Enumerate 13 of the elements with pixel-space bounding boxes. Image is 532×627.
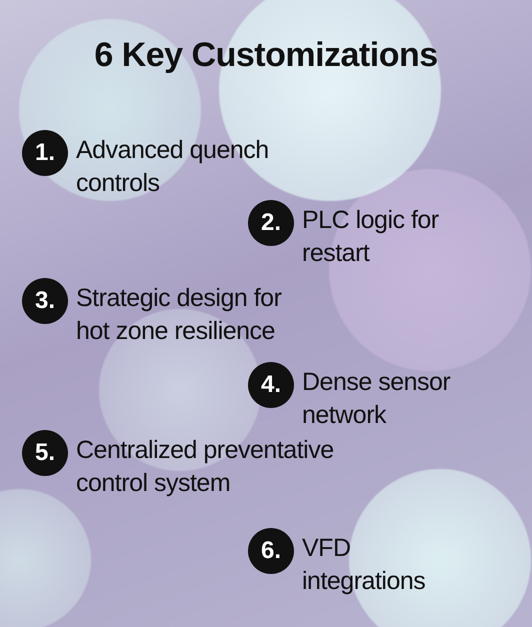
- number-badge: 5.: [22, 430, 68, 476]
- item-text: PLC logic for restart: [302, 205, 440, 269]
- item-text: Dense sensor network: [302, 367, 452, 431]
- item-text: Advanced quench controls: [76, 135, 270, 199]
- number-badge: 3.: [22, 278, 68, 324]
- title: 6 Key Customizations: [93, 36, 439, 75]
- number-badge: 2.: [248, 200, 294, 246]
- number-badge: 4.: [248, 362, 294, 408]
- number-badge: 6.: [248, 528, 294, 574]
- item-text: Centralized preventative control system: [76, 435, 335, 499]
- number-badge: 1.: [22, 130, 68, 176]
- item-text: Strategic design for hot zone resilience: [76, 283, 282, 347]
- item-text: VFD integrations: [302, 533, 426, 597]
